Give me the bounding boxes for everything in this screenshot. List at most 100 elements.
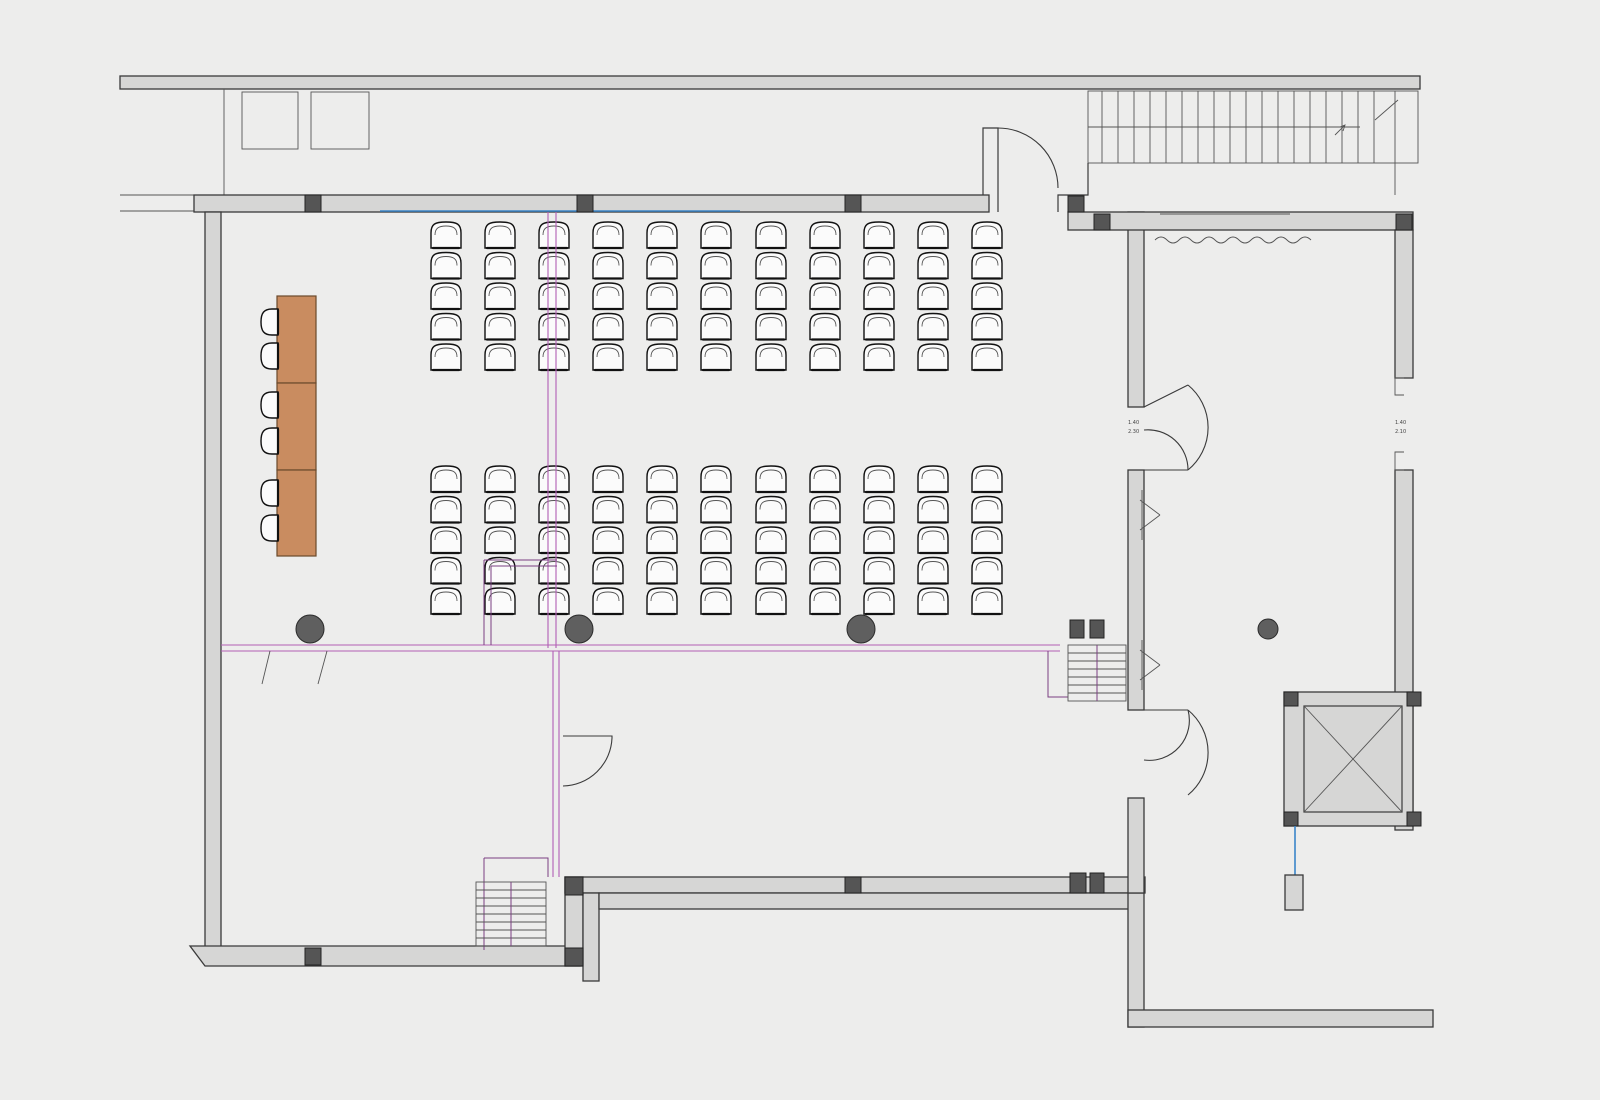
audience-chair	[646, 495, 678, 524]
audience-chair	[538, 587, 570, 616]
audience-chair	[700, 282, 732, 311]
audience-chair	[484, 556, 516, 585]
radiator-bottom	[475, 881, 547, 947]
audience-chair	[917, 221, 949, 250]
audience-chair	[430, 526, 462, 555]
audience-chair	[755, 282, 787, 311]
audience-chair	[430, 495, 462, 524]
audience-chair	[971, 343, 1003, 372]
audience-chair	[971, 587, 1003, 616]
audience-chair	[863, 282, 895, 311]
piers	[304, 194, 1413, 967]
audience-chair	[863, 526, 895, 555]
audience-chair	[592, 495, 624, 524]
audience-chair	[863, 221, 895, 250]
audience-chair	[809, 282, 841, 311]
curtain	[1154, 236, 1312, 244]
audience-chair	[809, 465, 841, 494]
audience-chair	[863, 343, 895, 372]
audience-seating	[430, 221, 1003, 616]
column-round-2	[564, 614, 594, 644]
audience-chair	[863, 495, 895, 524]
audience-chair	[971, 221, 1003, 250]
audience-chair	[700, 526, 732, 555]
presenter-chair	[260, 391, 280, 419]
audience-chair	[863, 587, 895, 616]
audience-chair	[809, 221, 841, 250]
audience-chair	[809, 526, 841, 555]
audience-chair	[484, 465, 516, 494]
column-round-3	[846, 614, 876, 644]
audience-chair	[484, 343, 516, 372]
staircase	[1087, 90, 1419, 195]
audience-chair	[917, 587, 949, 616]
audience-chair	[809, 312, 841, 341]
audience-chair	[700, 495, 732, 524]
audience-chair	[755, 221, 787, 250]
audience-chair	[646, 465, 678, 494]
door-entrance-top[interactable]	[997, 127, 1059, 189]
audience-chair	[430, 343, 462, 372]
audience-chair	[430, 312, 462, 341]
audience-chair	[863, 465, 895, 494]
audience-chair	[863, 556, 895, 585]
audience-chair	[484, 526, 516, 555]
audience-chair	[646, 526, 678, 555]
presenter-chair	[260, 479, 280, 507]
audience-chair	[971, 251, 1003, 280]
audience-chair	[484, 587, 516, 616]
audience-chair	[646, 556, 678, 585]
elevator-shaft	[1283, 691, 1422, 827]
audience-chair	[646, 343, 678, 372]
door-partition-lower[interactable]	[1143, 709, 1209, 796]
audience-chair	[755, 587, 787, 616]
audience-chair	[646, 587, 678, 616]
audience-chair	[592, 526, 624, 555]
floor-outlet	[1284, 874, 1304, 911]
audience-chair	[430, 221, 462, 250]
audience-chair	[538, 343, 570, 372]
audience-chair	[700, 221, 732, 250]
audience-chair	[592, 465, 624, 494]
audience-chair	[592, 343, 624, 372]
partition-fixtures	[1139, 490, 1161, 690]
audience-chair	[755, 526, 787, 555]
audience-chair	[484, 282, 516, 311]
audience-chair	[484, 312, 516, 341]
audience-chair	[917, 282, 949, 311]
audience-chair	[484, 495, 516, 524]
audience-chair	[971, 495, 1003, 524]
audience-chair	[538, 221, 570, 250]
audience-chair	[646, 221, 678, 250]
audience-chair	[917, 343, 949, 372]
audience-chair	[430, 282, 462, 311]
audience-chair	[809, 495, 841, 524]
audience-chair	[755, 312, 787, 341]
skylight-left	[241, 91, 299, 150]
audience-chair	[592, 312, 624, 341]
door-small-room[interactable]	[562, 735, 613, 787]
pipe-run	[221, 212, 1068, 950]
audience-chair	[917, 556, 949, 585]
skylight-right	[310, 91, 370, 150]
door-partition-upper[interactable]	[1143, 384, 1209, 471]
audience-chair	[700, 343, 732, 372]
audience-chair	[430, 587, 462, 616]
top-boundary-strip	[119, 75, 1421, 90]
audience-chair	[809, 556, 841, 585]
radiator-right	[1067, 644, 1127, 702]
audience-chair	[755, 343, 787, 372]
audience-chair	[484, 221, 516, 250]
audience-chair	[917, 465, 949, 494]
audience-chair	[755, 556, 787, 585]
audience-chair	[755, 495, 787, 524]
audience-chair	[917, 495, 949, 524]
door-left-label-top: 1.40	[1128, 420, 1139, 426]
audience-chair	[646, 251, 678, 280]
audience-chair	[971, 526, 1003, 555]
audience-chair	[538, 312, 570, 341]
audience-chair	[863, 251, 895, 280]
audience-chair	[430, 251, 462, 280]
audience-chair	[484, 251, 516, 280]
